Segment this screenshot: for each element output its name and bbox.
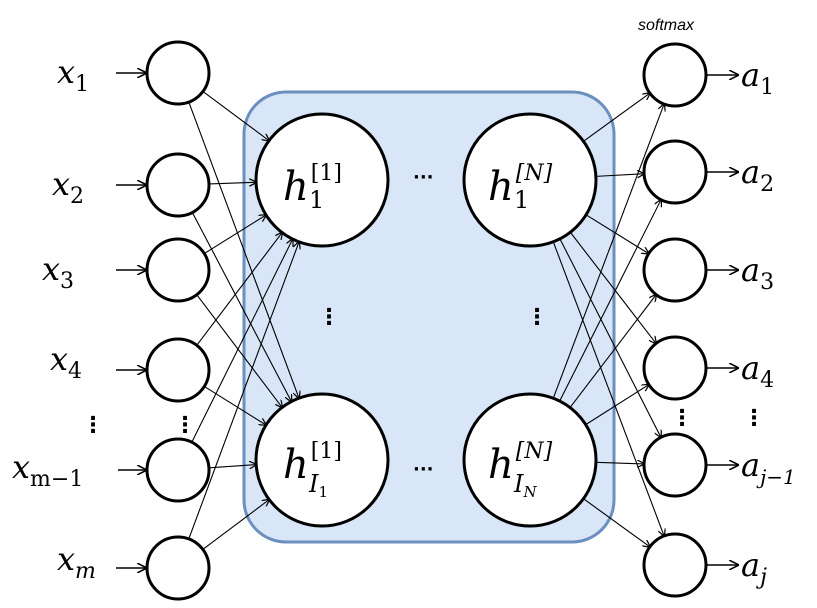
output-node-4 [642, 335, 708, 401]
edge-hidden-1-to-output-3 [585, 385, 649, 426]
input-node-2 [145, 152, 211, 218]
edge-hidden-0-to-output-2 [585, 214, 649, 254]
hidden-label-1-I1: h[1] [283, 439, 342, 488]
input-label-3: x3 [42, 250, 74, 294]
output-label-j-1: aj−1 [741, 446, 796, 489]
edge-hidden-1-to-output-4 [595, 462, 644, 464]
hidden-label-N-1: h[N] [488, 161, 553, 210]
input-label-m: xm [57, 540, 96, 584]
input-arrows [116, 73, 146, 568]
edge-input-4-to-hidden-0 [191, 239, 293, 443]
output-layer [642, 42, 708, 598]
input-node-m-1 [145, 437, 211, 503]
hidden-layer-nodes [254, 112, 598, 528]
output-node-2 [642, 139, 708, 205]
v-ellipsis-output-nodes: ⋮ [671, 406, 693, 431]
input-node-4 [145, 337, 211, 403]
input-label-4: x4 [50, 340, 82, 384]
v-ellipsis-input-nodes: ⋮ [174, 413, 196, 438]
input-layer [145, 40, 211, 601]
edge-input-3-to-hidden-1 [203, 385, 266, 425]
ellipses: ··· ··· ⋮ ⋮ ⋮ ⋮ ⋮ ⋮ [82, 167, 765, 480]
edge-hidden-0-to-output-3 [569, 231, 656, 343]
h-ellipsis-top: ··· [413, 167, 434, 188]
hidden-label-N-IN: h[N] [488, 439, 553, 488]
hidden-node-N-1 [462, 112, 598, 248]
v-ellipsis-hidden-left: ⋮ [318, 305, 340, 330]
input-labels: x1 x2 x3 x4 xm−1 xm [12, 53, 96, 584]
output-label-j: aj [741, 546, 767, 590]
output-arrows [706, 75, 738, 565]
edge-hidden-0-to-output-1 [595, 174, 644, 177]
output-node-j [642, 532, 708, 598]
hidden-sub-N-1: 1 [514, 186, 529, 214]
output-label-1: a1 [741, 56, 774, 100]
hidden-node-1-1 [254, 112, 390, 248]
input-label-1: x1 [57, 53, 89, 97]
edge-input-5-to-hidden-0 [188, 242, 299, 540]
hidden-sub-N-IN: IN [513, 470, 537, 501]
v-ellipsis-input-labels: ⋮ [82, 413, 104, 438]
output-labels: a1 a2 a3 a4 aj−1 aj [741, 56, 796, 590]
edge-input-1-to-hidden-0 [208, 182, 256, 184]
output-node-1 [642, 42, 708, 108]
edge-input-0-to-hidden-0 [202, 91, 269, 140]
edge-input-1-to-hidden-1 [191, 212, 291, 401]
output-node-3 [642, 237, 708, 303]
hidden-sub-1-I1: I1 [308, 470, 328, 501]
softmax-label: softmax [638, 17, 695, 34]
edge-hidden-0-to-output-0 [583, 93, 649, 142]
output-label-2: a2 [741, 153, 774, 197]
edge-input-5-to-hidden-1 [202, 500, 269, 550]
output-label-4: a4 [741, 349, 774, 393]
edge-hidden-1-to-output-2 [569, 295, 656, 408]
input-label-m-1: xm−1 [12, 448, 83, 492]
edge-input-0-to-hidden-1 [188, 101, 299, 398]
edge-hidden-0-to-output-5 [552, 241, 664, 536]
edge-hidden-1-to-output-1 [559, 200, 661, 402]
hidden-labels: h[1] 1 h[N] 1 h[1] I1 h[N] IN [283, 161, 553, 501]
h-ellipsis-bottom: ··· [413, 459, 434, 480]
input-node-1 [145, 40, 211, 106]
hidden-node-N-IN [462, 392, 598, 528]
connection-edges [188, 91, 664, 550]
v-ellipsis-output-labels: ⋮ [743, 406, 765, 431]
edge-hidden-1-to-output-0 [552, 104, 664, 399]
hidden-sub-1-1: 1 [309, 186, 324, 214]
input-label-2: x2 [52, 165, 84, 209]
input-node-m [145, 535, 211, 601]
edge-input-4-to-hidden-1 [208, 465, 256, 468]
edge-input-2-to-hidden-0 [203, 215, 266, 255]
edge-hidden-0-to-output-4 [559, 238, 661, 438]
edge-input-3-to-hidden-0 [196, 233, 282, 346]
input-node-3 [145, 237, 211, 303]
edge-hidden-1-to-output-5 [583, 498, 649, 547]
hidden-node-1-I1 [254, 392, 390, 528]
output-label-3: a3 [741, 251, 774, 295]
v-ellipsis-hidden-right: ⋮ [526, 305, 548, 330]
hidden-label-1-1: h[1] [283, 161, 342, 210]
output-node-j-1 [642, 432, 708, 498]
edge-input-2-to-hidden-1 [196, 294, 282, 408]
